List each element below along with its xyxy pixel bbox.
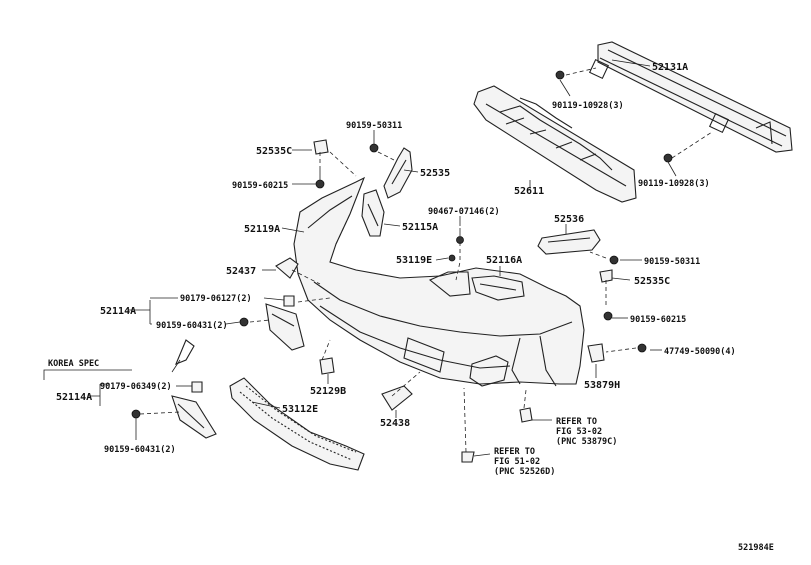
label-90159-60431-upper: 90159-60431(2) xyxy=(156,321,228,331)
cover-52437 xyxy=(275,257,299,279)
bumper-cover-52119A xyxy=(293,176,585,387)
fasteners xyxy=(131,70,673,463)
label-52129B: 52129B xyxy=(310,386,346,397)
label-90159-60215-right: 90159-60215 xyxy=(630,315,686,325)
label-53879H: 53879H xyxy=(584,380,620,391)
cover-52438 xyxy=(381,385,413,411)
label-52535C-top: 52535C xyxy=(256,146,292,157)
clip-53879H xyxy=(587,343,605,363)
grille-53112E xyxy=(229,377,365,471)
part-labels: 52131A 90119-10928(3) 90119-10928(3) 526… xyxy=(48,62,774,553)
label-90159-60215-left: 90159-60215 xyxy=(232,181,288,191)
label-52116A: 52116A xyxy=(486,255,522,266)
label-90159-50311-right: 90159-50311 xyxy=(644,257,700,267)
label-52536: 52536 xyxy=(554,214,584,225)
reinforcement-52131A xyxy=(565,41,793,159)
bracket-52116A xyxy=(471,275,525,301)
absorber-52611 xyxy=(473,85,637,203)
label-52114A-upper: 52114A xyxy=(100,306,136,317)
label-52535C-right: 52535C xyxy=(634,276,670,287)
assembly-lines xyxy=(139,151,637,453)
label-90467-07146: 90467-07146(2) xyxy=(428,207,500,217)
label-90179-06127: 90179-06127(2) xyxy=(180,294,252,304)
label-korea-spec: KOREA SPEC xyxy=(48,359,99,369)
korea-spec-group xyxy=(43,339,195,380)
label-53119E: 53119E xyxy=(396,255,432,266)
label-52119A: 52119A xyxy=(244,224,280,235)
label-90119-10928-bottom: 90119-10928(3) xyxy=(638,179,710,189)
retainer-52536 xyxy=(537,229,601,255)
ref-53879C-line1: REFER TO xyxy=(556,417,597,427)
ref-53879C-line3: (PNC 53879C) xyxy=(556,437,617,447)
label-52611: 52611 xyxy=(514,186,544,197)
label-90159-50311-top: 90159-50311 xyxy=(346,121,402,131)
label-90179-06349: 90179-06349(2) xyxy=(100,382,172,392)
ref-53879C-line2: FIG 53-02 xyxy=(556,427,602,437)
bracket-52114A-korea xyxy=(171,395,217,439)
label-52115A: 52115A xyxy=(402,222,438,233)
label-52535: 52535 xyxy=(420,168,450,179)
label-52438: 52438 xyxy=(380,418,410,429)
drawing-id: 521984E xyxy=(738,543,774,553)
label-90119-10928-top: 90119-10928(3) xyxy=(552,101,624,111)
ref-52526D-line1: REFER TO xyxy=(494,447,535,457)
label-53112E: 53112E xyxy=(282,404,318,415)
clip-52129B xyxy=(319,357,335,375)
label-52131A: 52131A xyxy=(652,62,688,73)
retainer-52535 xyxy=(383,147,413,199)
label-52114A-korea: 52114A xyxy=(56,392,92,403)
retainer-52115A xyxy=(361,189,385,237)
label-47749-50090: 47749-50090(4) xyxy=(664,347,736,357)
label-52437: 52437 xyxy=(226,266,256,277)
ref-52526D-line2: FIG 51-02 xyxy=(494,457,540,467)
leader-lines xyxy=(88,59,677,457)
bracket-52114A-upper xyxy=(265,303,305,351)
ref-52526D-line3: (PNC 52526D) xyxy=(494,467,555,477)
label-90159-60431-korea: 90159-60431(2) xyxy=(104,445,176,455)
